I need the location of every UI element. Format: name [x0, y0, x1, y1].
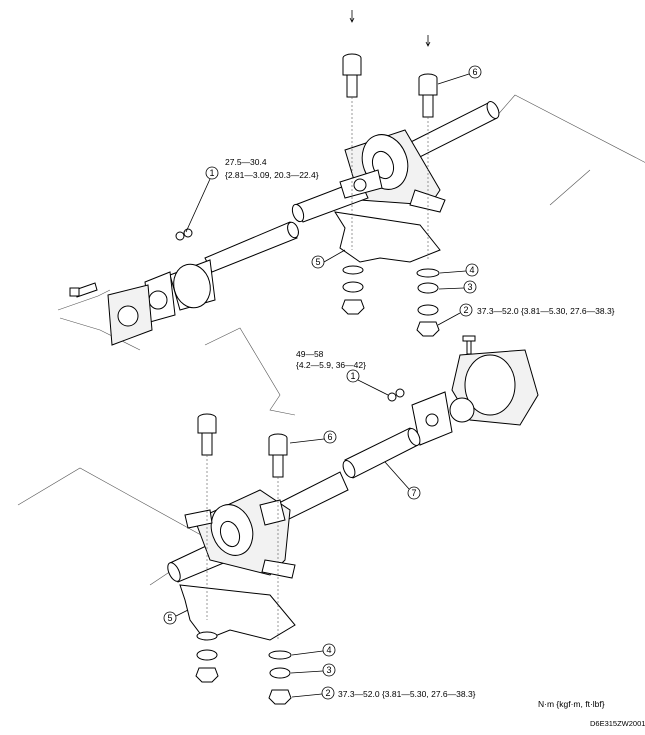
lower-body-outline-top [204, 327, 296, 416]
callout-upper-5: 5 [311, 249, 346, 269]
upper-stack-left [341, 265, 365, 315]
callout-lower-4: 4 [291, 643, 336, 657]
callout-lower-3: 3 [290, 663, 336, 677]
lower-bolt-6 [268, 433, 288, 640]
upper-bolt-6 [418, 73, 438, 260]
transmission-flange [107, 284, 153, 346]
callout-upper-6: 6 [437, 65, 482, 85]
upper-stack-right [416, 268, 440, 337]
lower-rear-joint [411, 391, 453, 446]
svg-text:1: 1 [350, 371, 355, 381]
upper-flex-coupling [144, 259, 216, 323]
callout-upper-1: 1 [185, 166, 219, 233]
lower-torque-1-line1: 49—58 [296, 349, 324, 359]
upper-torque-2: 37.3—52.0 {3.81—5.30, 27.6—38.3} [477, 306, 615, 316]
upper-torque-1-line2: {2.81—3.09, 20.3—22.4} [225, 170, 319, 180]
upper-flange-bolt [69, 282, 98, 298]
svg-text:3: 3 [467, 282, 472, 292]
upper-body-outline [494, 94, 645, 206]
callout-lower-5: 5 [163, 609, 189, 625]
svg-text:4: 4 [326, 645, 331, 655]
svg-text:5: 5 [315, 257, 320, 267]
units-note: N·m {kgf·m, ft·lbf} [538, 699, 605, 709]
lower-torque-1-line2: {4.2—5.9, 36—42} [296, 360, 366, 370]
arrow-top-left [349, 10, 355, 23]
lower-torque-2: 37.3—52.0 {3.81—5.30, 27.6—38.3} [338, 689, 476, 699]
upper-assembly [57, 10, 645, 351]
lower-stack-left [195, 631, 219, 683]
svg-text:2: 2 [463, 305, 468, 315]
rear-differential [449, 335, 539, 426]
upper-bolt-left [342, 53, 362, 250]
callout-upper-3: 3 [438, 280, 477, 294]
upper-universal-joint [339, 169, 383, 199]
lower-heat-insulator [179, 584, 296, 641]
callout-lower-7: 7 [384, 461, 421, 500]
lower-nut-washer-1 [387, 388, 405, 402]
arrow-top-right [425, 35, 431, 47]
svg-text:7: 7 [411, 488, 416, 498]
lower-bolt-left [197, 413, 217, 620]
upper-nut-washer-1 [175, 228, 193, 241]
svg-text:5: 5 [167, 613, 172, 623]
lower-rear-shaft-7 [342, 427, 421, 479]
lower-assembly [17, 327, 539, 705]
transmission-outline [57, 289, 141, 351]
callout-lower-2: 2 [291, 686, 335, 700]
lower-stack-right [268, 650, 292, 705]
svg-text:4: 4 [469, 265, 474, 275]
svg-text:6: 6 [472, 67, 477, 77]
svg-text:1: 1 [209, 168, 214, 178]
callout-upper-2: 2 [437, 303, 473, 326]
callout-lower-1: 1 [346, 369, 389, 396]
svg-text:3: 3 [326, 665, 331, 675]
svg-text:6: 6 [327, 432, 332, 442]
upper-heat-insulator [333, 211, 441, 263]
callout-lower-6: 6 [289, 430, 337, 444]
callout-upper-4: 4 [439, 263, 479, 277]
lower-center-bearing [184, 489, 296, 579]
upper-torque-1-line1: 27.5—30.4 [225, 157, 267, 167]
figure-code: D6E315ZW2001 [590, 719, 645, 728]
svg-text:2: 2 [325, 688, 330, 698]
